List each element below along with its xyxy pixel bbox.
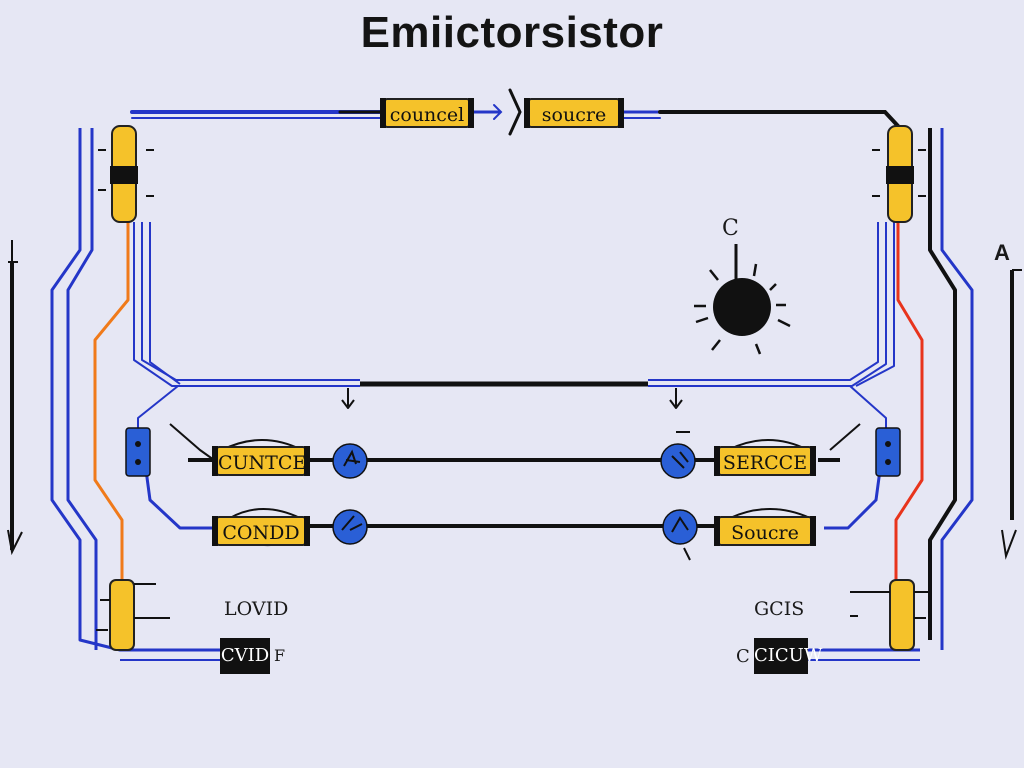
resistor-cuntce: CUNTCE <box>212 446 310 476</box>
right-arrow-label: A <box>994 240 1010 265</box>
center-bus <box>133 222 895 440</box>
top-rail <box>130 88 900 136</box>
resistor-sercce: SERCCE <box>714 446 816 476</box>
ground-label-right: GCIS <box>754 598 805 620</box>
corner-connectors <box>96 125 928 651</box>
terminal-blocks <box>125 427 901 477</box>
diagram-title: Emiictorsistor <box>360 8 664 57</box>
branch-nodes <box>332 431 698 561</box>
right-arrow <box>1001 269 1022 560</box>
ground-block-right: CICUW <box>754 638 822 674</box>
ground-block-left: CVID <box>220 638 270 674</box>
ground-label-left: LOVID <box>224 598 289 620</box>
lamp-icon <box>694 244 791 355</box>
resistor-soucre-top: soucre <box>524 98 624 128</box>
lamp-label: C <box>722 216 739 241</box>
resistor-condd: CONDD <box>212 516 310 546</box>
left-arrow <box>7 240 23 556</box>
ground-block-right-prefix: C <box>736 646 750 667</box>
resistor-councel: councel <box>380 98 474 128</box>
resistor-soucre-low: Soucre <box>714 516 816 546</box>
ground-block-left-suffix: F <box>274 646 286 665</box>
right-outer-wires <box>808 128 974 661</box>
